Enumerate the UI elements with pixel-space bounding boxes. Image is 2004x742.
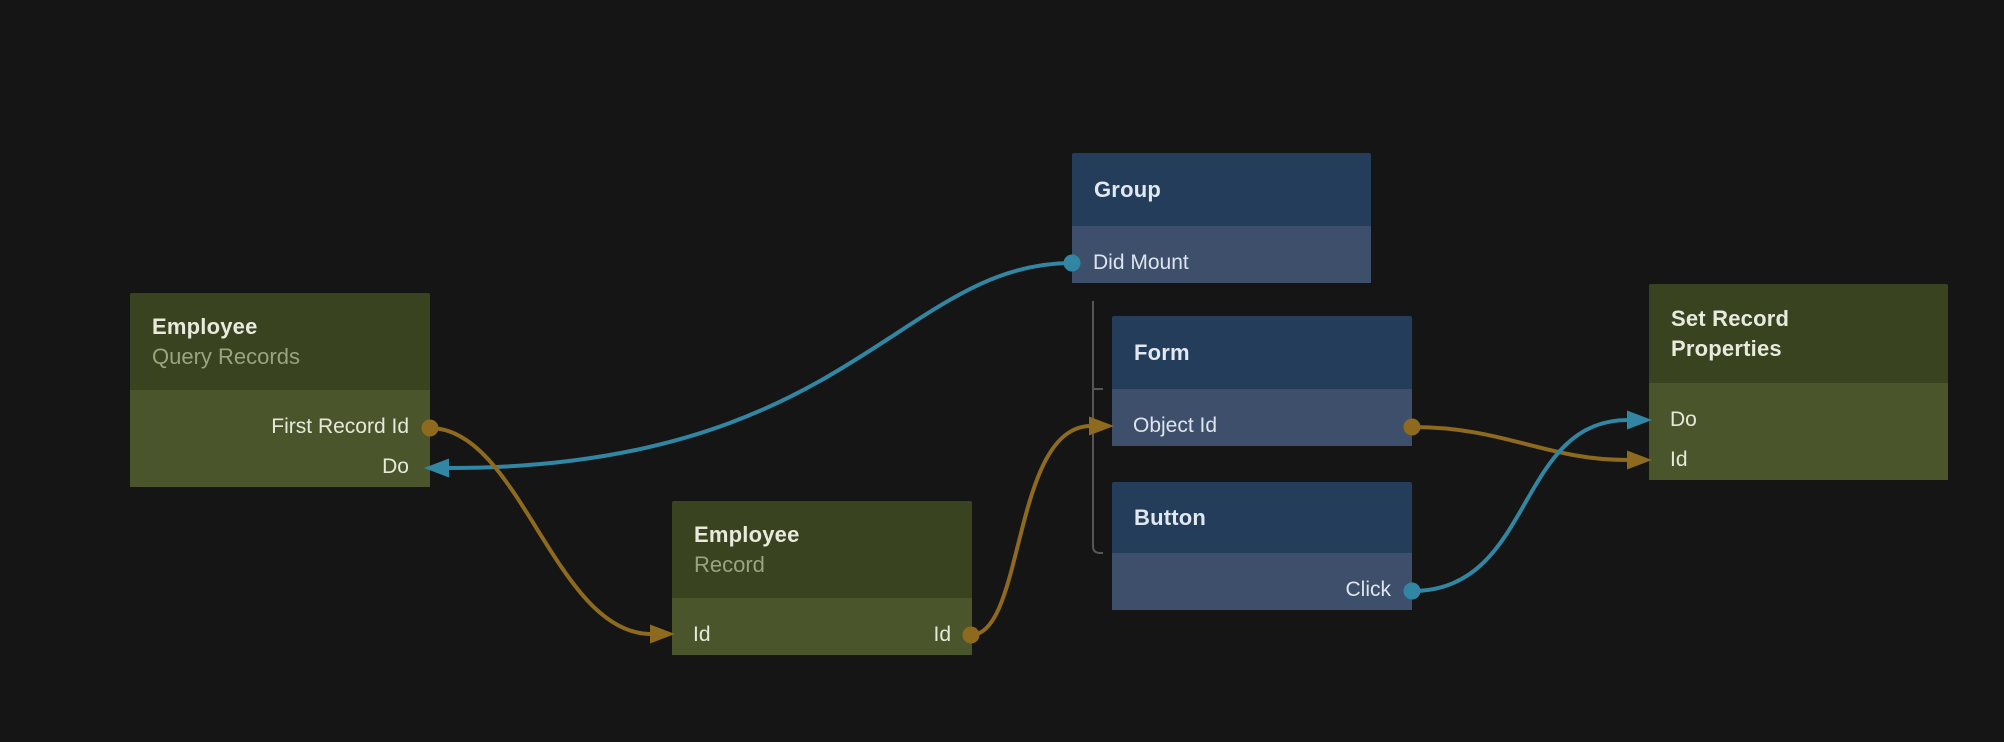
- wire-recordid-to-objectid[interactable]: [969, 424, 1093, 637]
- port-object-id[interactable]: Object Id: [1112, 406, 1412, 446]
- node-group[interactable]: Group Did Mount: [1072, 153, 1371, 296]
- node-header: Button: [1112, 482, 1412, 553]
- node-subtitle: Query Records: [152, 343, 300, 369]
- node-header: Employee Query Records: [130, 293, 430, 390]
- port-first-record-id[interactable]: First Record Id: [130, 407, 430, 447]
- node-body: Do Id: [1649, 383, 1948, 480]
- node-title: Button: [1134, 504, 1207, 530]
- node-header: Group: [1072, 153, 1371, 226]
- tree-line-group-button: [1092, 301, 1103, 554]
- node-employee-record[interactable]: Employee Record Id Id: [672, 501, 972, 672]
- wire-click-to-do[interactable]: [1410, 418, 1630, 593]
- arrowhead-objectid-input: [1089, 416, 1114, 436]
- port-label: Click: [1345, 578, 1392, 601]
- port-do[interactable]: Do: [1649, 400, 1948, 440]
- port-label: Do: [382, 455, 409, 478]
- port-id-output-label: Id: [933, 623, 951, 646]
- port-label: Id: [1670, 448, 1688, 471]
- node-body: Id Id: [672, 598, 972, 655]
- port-id[interactable]: Id: [1649, 440, 1948, 480]
- node-title: Set Record Properties: [1671, 306, 1790, 361]
- port-label: Object Id: [1133, 414, 1218, 437]
- port-did-mount[interactable]: Did Mount: [1072, 243, 1371, 283]
- port-label: Do: [1670, 408, 1697, 431]
- node-title: Group: [1094, 176, 1161, 202]
- wire-firstrecordid-to-id[interactable]: [428, 426, 653, 636]
- node-body: Object Id: [1112, 389, 1412, 446]
- wire-didmount-to-do[interactable]: [447, 261, 1074, 470]
- node-form[interactable]: Form Object Id: [1112, 316, 1412, 462]
- port-do[interactable]: Do: [130, 447, 430, 487]
- node-header: Form: [1112, 316, 1412, 389]
- node-subtitle: Record: [694, 551, 765, 577]
- port-row-id-id[interactable]: Id Id: [672, 615, 972, 655]
- node-title: Employee: [152, 314, 258, 340]
- node-body: First Record Id Do: [130, 390, 430, 487]
- port-label: Did Mount: [1093, 251, 1189, 274]
- node-body: Did Mount: [1072, 226, 1371, 283]
- node-title: Employee: [694, 522, 800, 548]
- port-label: First Record Id: [271, 415, 409, 438]
- port-click[interactable]: Click: [1112, 570, 1412, 610]
- port-id-input-label: Id: [693, 623, 711, 646]
- node-body: Click: [1112, 553, 1412, 610]
- node-set-record-properties[interactable]: Set Record Properties Do Id: [1649, 284, 1948, 495]
- node-title: Form: [1134, 339, 1190, 365]
- node-header: Set Record Properties: [1649, 284, 1948, 383]
- node-button[interactable]: Button Click: [1112, 482, 1412, 625]
- node-employee-query-records[interactable]: Employee Query Records First Record Id D…: [130, 293, 430, 500]
- wire-objectid-to-id[interactable]: [1410, 425, 1630, 462]
- node-header: Employee Record: [672, 501, 972, 598]
